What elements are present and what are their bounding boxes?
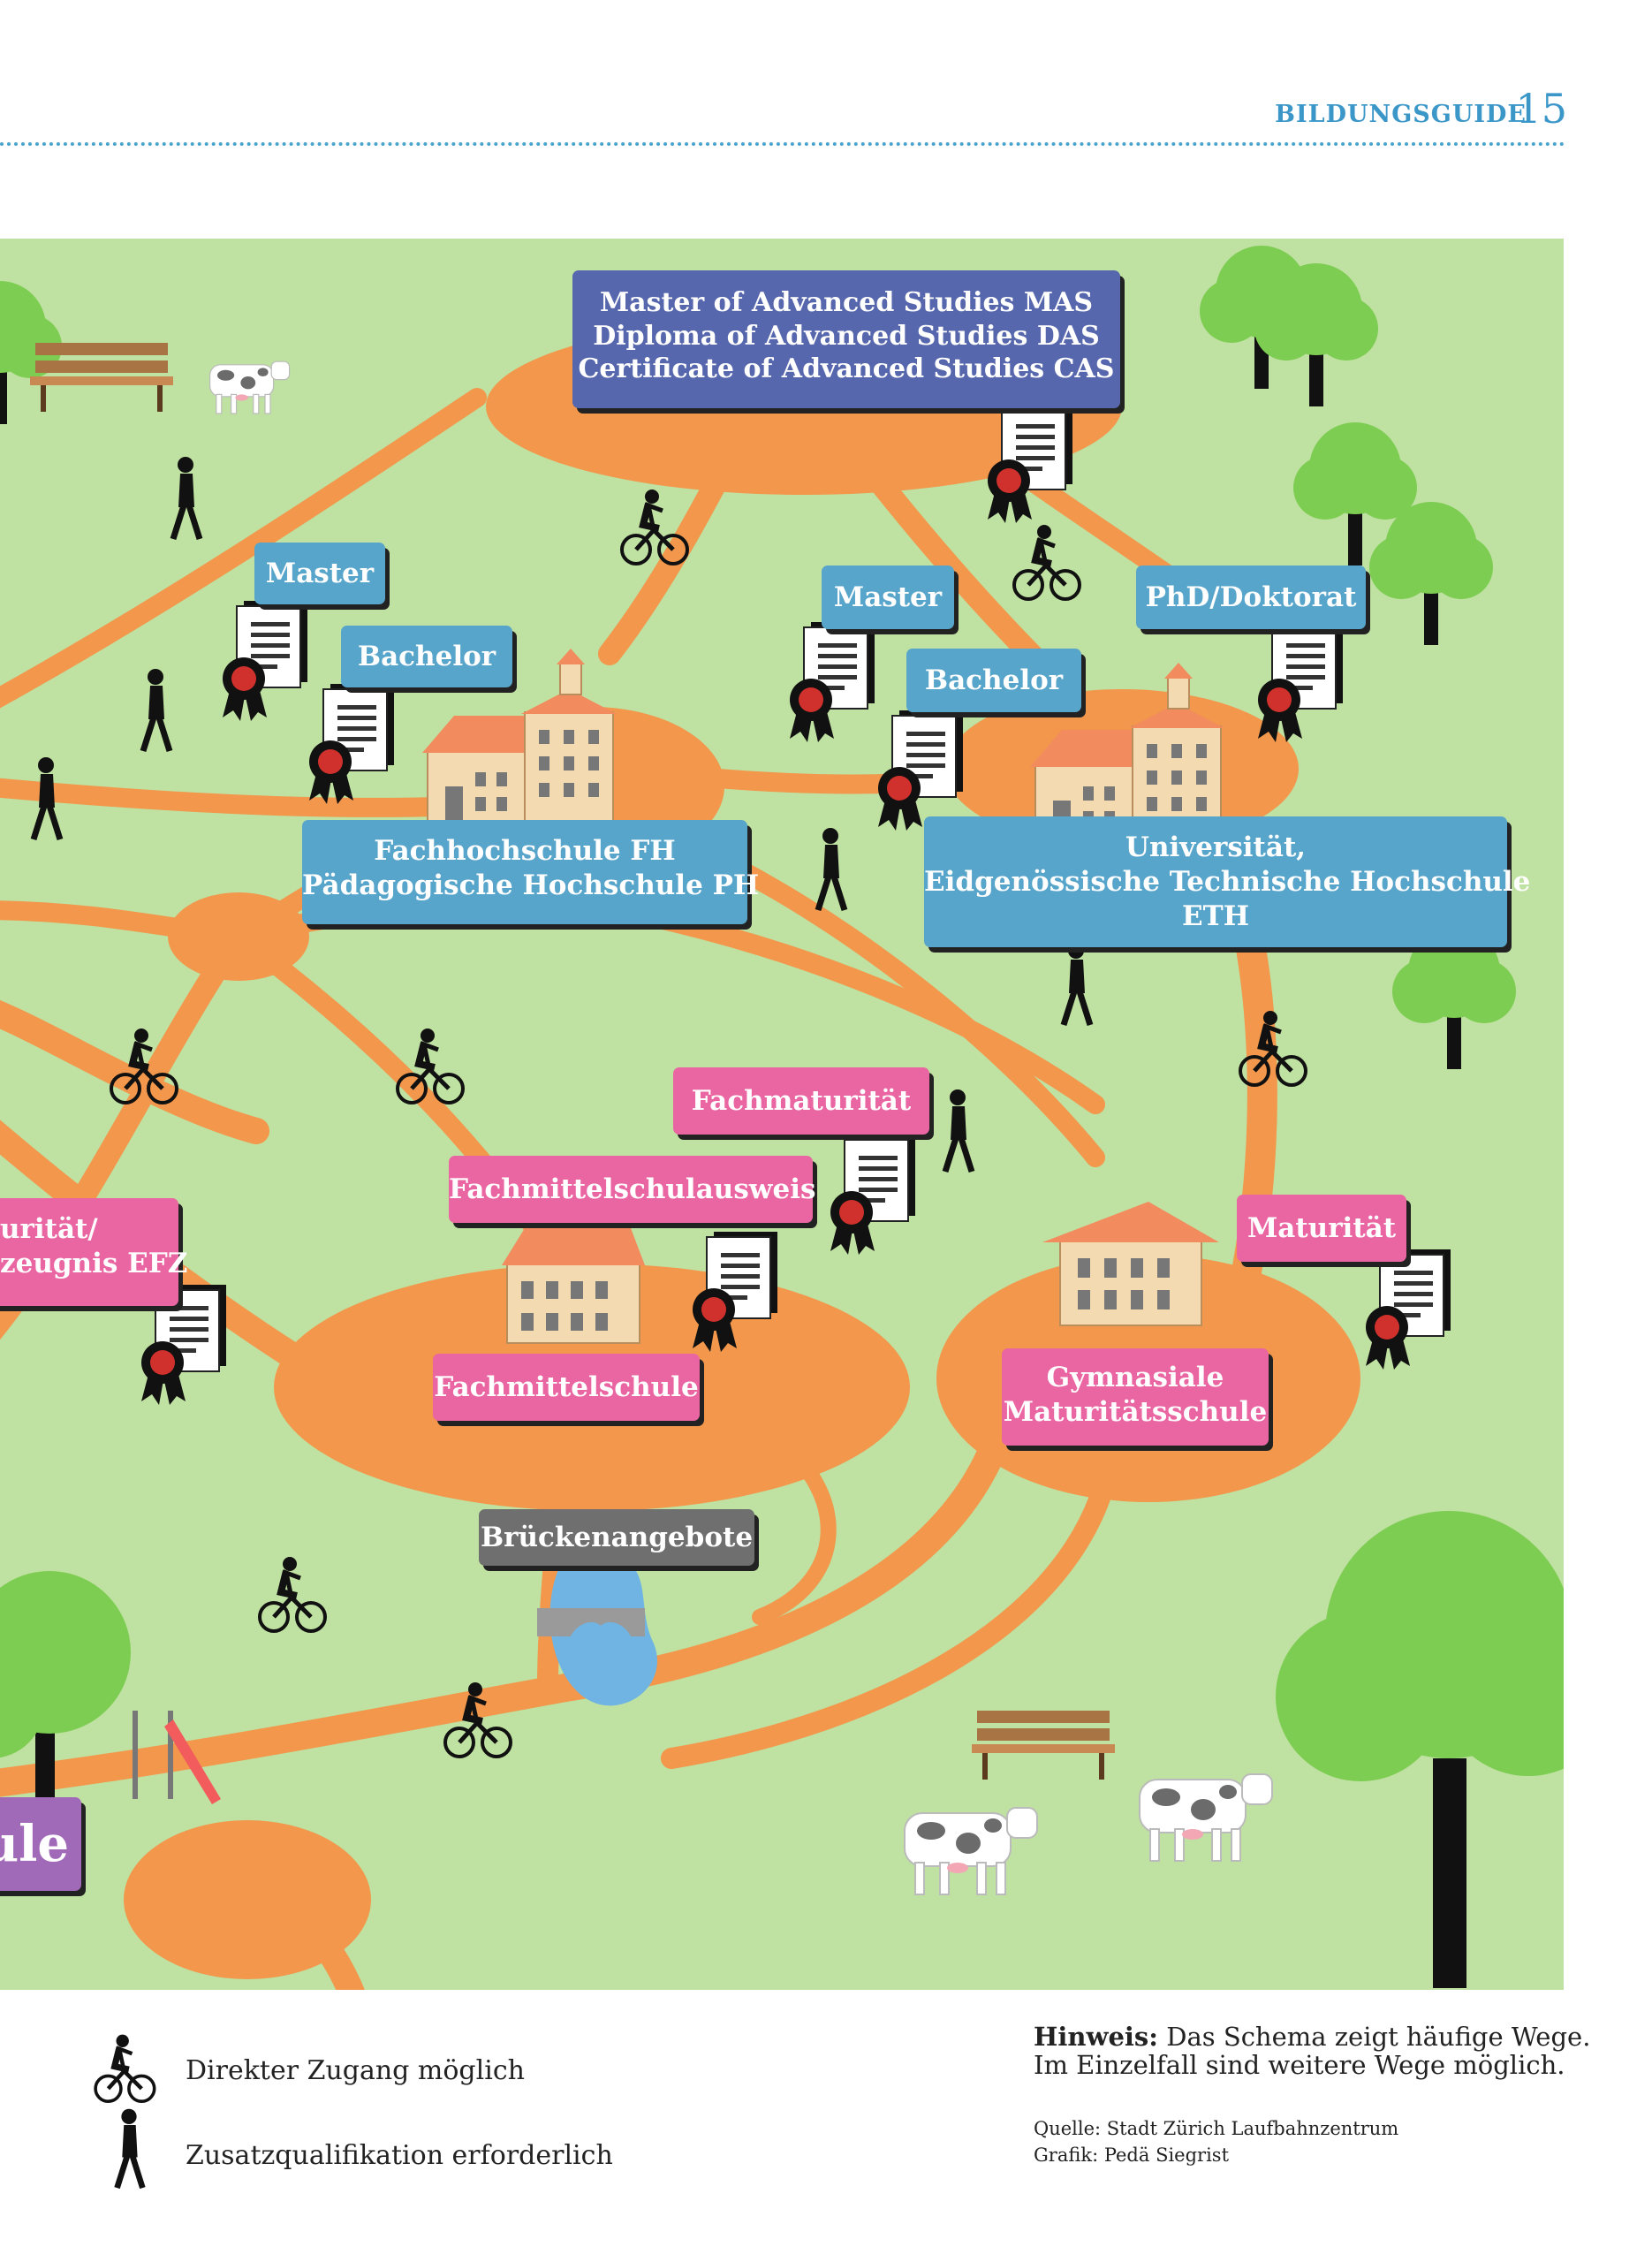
building-gymnasium <box>1042 1202 1219 1326</box>
label-eth-long: Eidgenössische Technische Hochschule <box>924 865 1531 898</box>
label-eth: ETH <box>1182 899 1249 932</box>
walker-legend-icon <box>114 2108 146 2190</box>
label-gymnasiale-maturitaetsschule: Gymnasiale Maturitätsschule <box>1002 1348 1269 1446</box>
label-fh-master: Master <box>254 543 385 604</box>
label-gymnasiale: Gymnasiale <box>1046 1362 1224 1393</box>
slide <box>133 1711 221 1804</box>
legend-additional-qualification: Zusatzqualifikation erforderlich <box>186 2140 613 2171</box>
label-efz: zeugnis EFZ <box>0 1247 188 1279</box>
label-maturitaetsschule: Maturitätsschule <box>1003 1395 1268 1428</box>
label-uni-eth: Universität, Eidgenössische Technische H… <box>924 816 1531 947</box>
label-uni-master: Master <box>822 566 954 629</box>
page-number: 15 <box>1515 85 1567 133</box>
note-line2: Im Einzelfall sind weitere Wege möglich. <box>1034 2049 1565 2080</box>
cyclist-legend-icon <box>94 2034 156 2103</box>
bridge <box>537 1608 645 1636</box>
label-fachmaturitaet: Fachmaturität <box>673 1067 929 1135</box>
label-fachmittelschulausweis: Fachmittelschulausweis <box>449 1156 815 1223</box>
graphic-credit: Grafik: Pedä Siegrist <box>1034 2144 1230 2167</box>
note-credits: Quelle: Stadt Zürich Laufbahnzentrum Gra… <box>1034 2115 1599 2169</box>
label-fachmittelschule: Fachmittelschule <box>433 1354 700 1421</box>
education-pathway-map: Master of Advanced Studies MAS Diploma o… <box>0 239 1564 1990</box>
label-maturitaet: Maturität <box>1237 1195 1406 1262</box>
label-volksschule: ule <box>0 1797 81 1891</box>
page-header: BILDUNGSGUIDE 15 <box>0 0 1652 159</box>
label-berufsmaturitaet: urität/ <box>0 1213 98 1245</box>
legend: Direkter Zugang möglich Zusatzqualifikat… <box>88 2023 795 2200</box>
building-fachmittelschule <box>501 1227 646 1344</box>
label-uni: Universität, <box>1125 831 1307 863</box>
label-brueckenangebote: Brückenangebote <box>479 1509 754 1566</box>
note-box: Hinweis: Das Schema zeigt häufige Wege. … <box>1034 2023 1599 2169</box>
tree-big-bottom-right <box>1276 1511 1564 1988</box>
label-fh: Fachhochschule FH <box>374 835 676 867</box>
note-text: Hinweis: Das Schema zeigt häufige Wege. … <box>1034 2023 1599 2080</box>
label-berufsmaturitaet-efz: urität/ zeugnis EFZ <box>0 1198 188 1306</box>
label-mas-das-cas: Master of Advanced Studies MAS Diploma o… <box>572 270 1120 408</box>
source-credit: Quelle: Stadt Zürich Laufbahnzentrum <box>1034 2117 1399 2139</box>
label-fh-ph: Fachhochschule FH Pädagogische Hochschul… <box>302 820 760 924</box>
dotted-divider <box>0 142 1565 146</box>
label-uni-bachelor: Bachelor <box>906 649 1081 712</box>
label-ph: Pädagogische Hochschule PH <box>302 869 760 901</box>
label-cas: Certificate of Advanced Studies CAS <box>578 353 1115 384</box>
label-das: Diploma of Advanced Studies DAS <box>593 320 1100 352</box>
label-mas: Master of Advanced Studies MAS <box>599 287 1094 318</box>
label-phd: PhD/Doktorat <box>1136 566 1366 629</box>
note-line1: Das Schema zeigt häufige Wege. <box>1166 2022 1591 2052</box>
guide-title: BILDUNGSGUIDE <box>1275 101 1527 128</box>
river <box>549 1555 657 1706</box>
tree-bottom-left <box>0 1571 131 1811</box>
legend-direct-access: Direkter Zugang möglich <box>186 2055 525 2086</box>
label-fh-bachelor: Bachelor <box>341 626 512 687</box>
note-label: Hinweis: <box>1034 2022 1158 2052</box>
